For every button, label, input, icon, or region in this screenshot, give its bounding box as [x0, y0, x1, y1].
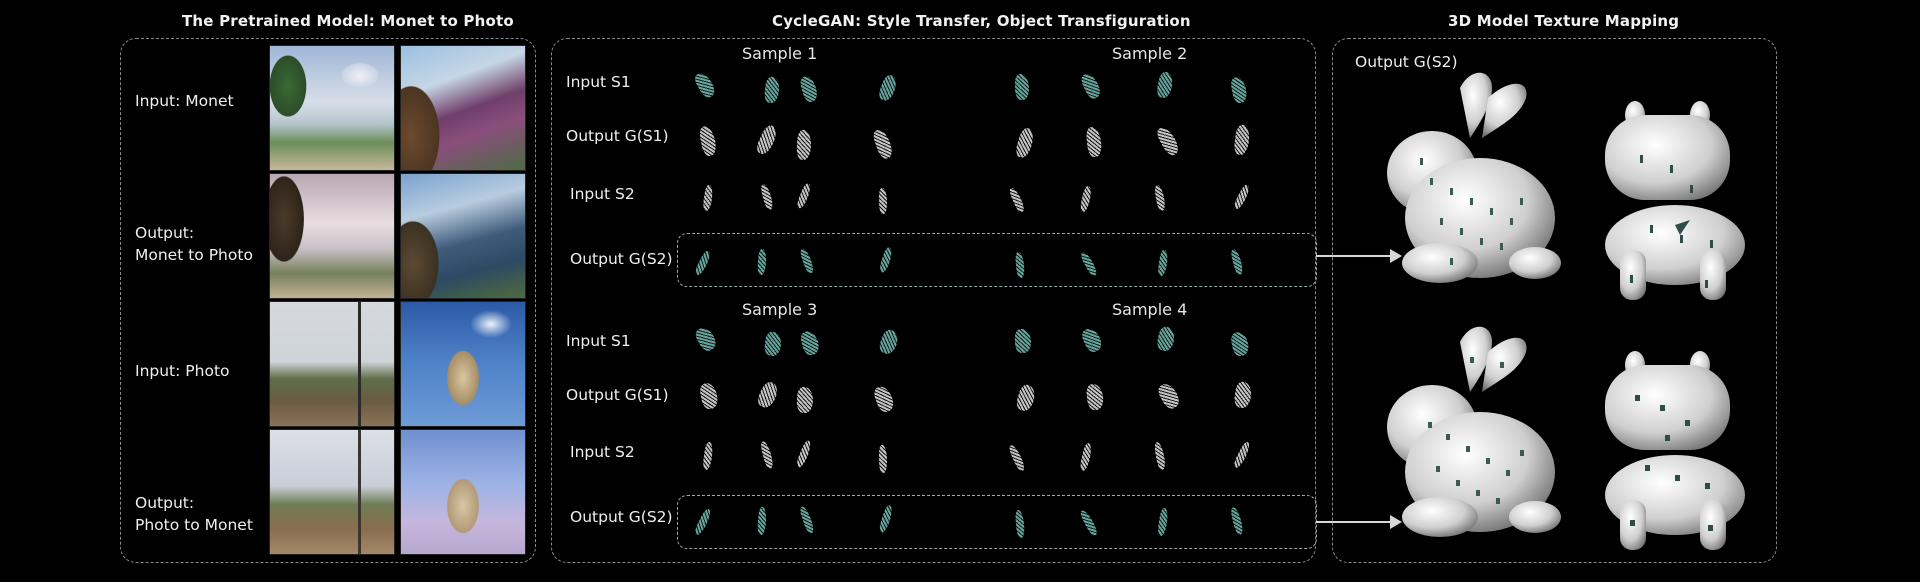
output-g-s2-highlight-bottom — [677, 495, 1317, 549]
bottom-row-label-input-s2: Input S2 — [570, 443, 635, 461]
arrowhead-bottom — [1390, 515, 1402, 529]
output-g-s2-highlight-top — [677, 233, 1317, 287]
monet-to-photo-image-2 — [400, 173, 526, 299]
middle-panel-title: CycleGAN: Style Transfer, Object Transfi… — [772, 12, 1191, 30]
photo-image-2 — [400, 301, 526, 427]
cyclegan-panel — [551, 38, 1316, 563]
cow-model-bottom — [1605, 351, 1745, 550]
row-label-input-monet: Input: Monet — [135, 92, 234, 110]
row-label-output-monet-to-photo: Output: Monet to Photo — [135, 222, 253, 266]
photo-image-1 — [269, 301, 395, 427]
row-label-line2: Photo to Monet — [135, 516, 253, 534]
bunny-model-bottom — [1387, 326, 1561, 537]
row-label-line2: Monet to Photo — [135, 246, 253, 264]
bottom-row-label-output-g-s1: Output G(S1) — [566, 386, 669, 404]
monet-to-photo-image-1 — [269, 173, 395, 299]
sample-4-label: Sample 4 — [1112, 300, 1188, 319]
bottom-row-label-output-g-s2: Output G(S2) — [570, 508, 673, 526]
left-panel-title: The Pretrained Model: Monet to Photo — [182, 12, 514, 30]
arrow-bottom — [1316, 521, 1392, 523]
cow-model-top — [1605, 101, 1745, 300]
photo-to-monet-image-1 — [269, 429, 395, 555]
top-row-label-output-g-s1: Output G(S1) — [566, 127, 669, 145]
right-panel-label: Output G(S2) — [1355, 53, 1458, 71]
right-panel-title: 3D Model Texture Mapping — [1448, 12, 1680, 30]
sample-1-label: Sample 1 — [742, 44, 818, 63]
texture-mapping-panel — [1332, 38, 1777, 563]
top-row-label-input-s1: Input S1 — [566, 73, 631, 91]
monet-painting-image-2 — [400, 45, 526, 171]
row-label-output-photo-to-monet: Output: Photo to Monet — [135, 492, 253, 536]
monet-photo-panel — [120, 38, 536, 563]
row-label-line1: Output: — [135, 224, 195, 242]
monet-painting-image-1 — [269, 45, 395, 171]
bottom-row-label-input-s1: Input S1 — [566, 332, 631, 350]
sample-2-label: Sample 2 — [1112, 44, 1188, 63]
bunny-model-top — [1387, 72, 1561, 283]
arrowhead-top — [1390, 249, 1402, 263]
top-row-label-input-s2: Input S2 — [570, 185, 635, 203]
sample-3-label: Sample 3 — [742, 300, 818, 319]
row-label-line1: Output: — [135, 494, 195, 512]
row-label-input-photo: Input: Photo — [135, 362, 230, 380]
arrow-top — [1316, 255, 1392, 257]
photo-to-monet-image-2 — [400, 429, 526, 555]
top-row-label-output-g-s2: Output G(S2) — [570, 250, 673, 268]
